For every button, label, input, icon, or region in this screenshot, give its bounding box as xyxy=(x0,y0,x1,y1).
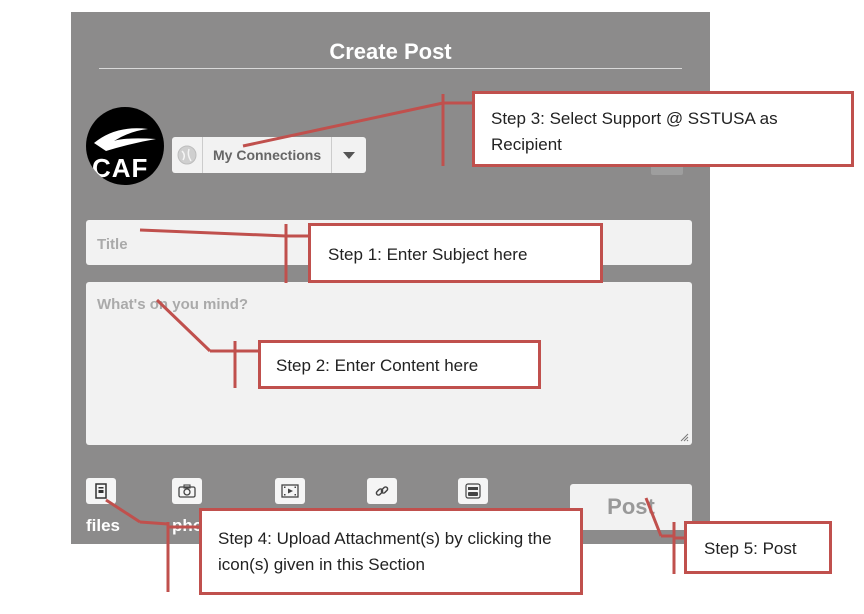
callout-step3: Step 3: Select Support @ SSTUSA as Recip… xyxy=(472,91,854,167)
title-divider xyxy=(99,68,682,69)
avatar: CAF xyxy=(86,107,164,185)
youtube-icon xyxy=(465,483,481,499)
camera-icon xyxy=(178,484,196,498)
link-attach-button[interactable] xyxy=(367,478,397,504)
dialog-title: Create Post xyxy=(329,39,452,64)
callout-step1: Step 1: Enter Subject here xyxy=(308,223,603,283)
photo-upload-button[interactable] xyxy=(172,478,202,504)
content-placeholder: What's on you mind? xyxy=(97,296,249,313)
callout-step2: Step 2: Enter Content here xyxy=(258,340,541,389)
resize-handle-icon[interactable] xyxy=(679,432,689,442)
recipient-dropdown[interactable]: My Connections xyxy=(172,137,366,173)
video-upload-button[interactable] xyxy=(275,478,305,504)
video-icon xyxy=(281,484,299,498)
link-icon xyxy=(375,486,389,496)
recipient-dropdown-label: My Connections xyxy=(213,147,322,163)
avatar-logo-text: CAF xyxy=(92,153,149,183)
youtube-attach-button[interactable] xyxy=(458,478,488,504)
avatar-swoosh-graphic xyxy=(94,128,156,151)
file-icon xyxy=(95,483,107,499)
post-button[interactable]: Post xyxy=(570,484,692,530)
caret-down-icon[interactable] xyxy=(331,137,366,173)
callout-step5: Step 5: Post xyxy=(684,521,832,574)
globe-icon xyxy=(172,137,203,173)
files-label: files xyxy=(86,516,121,535)
file-upload-button[interactable] xyxy=(86,478,116,504)
callout-step4: Step 4: Upload Attachment(s) by clicking… xyxy=(199,508,583,595)
